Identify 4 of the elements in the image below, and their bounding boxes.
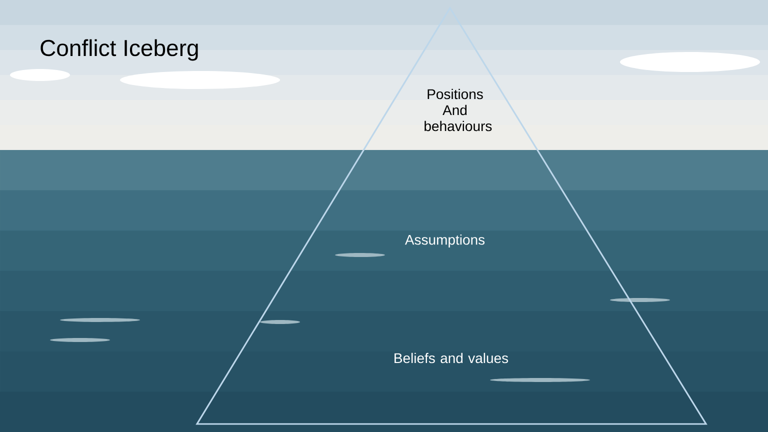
triangle-label: Beliefs and values [394, 352, 508, 364]
title: Conflict Iceberg [40, 39, 198, 61]
triangle-label: Positions And behaviours [424, 88, 492, 132]
triangle-label: Assumptions [404, 234, 485, 248]
